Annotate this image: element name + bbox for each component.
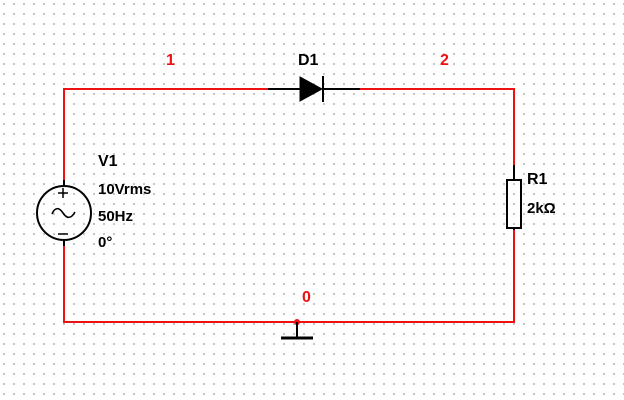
wire-net-1[interactable] (63, 88, 268, 180)
resistor-r1[interactable] (506, 165, 522, 230)
resistor-ref-label: R1 (527, 171, 548, 188)
wire-net-0[interactable] (63, 230, 515, 323)
resistor-body (506, 179, 522, 229)
diode-d1[interactable] (268, 76, 360, 102)
source-circle (36, 185, 92, 241)
plus-icon (58, 188, 68, 198)
ac-source-v1[interactable] (36, 180, 92, 246)
net-label-0: 0 (302, 289, 311, 306)
source-amplitude-label: 10Vrms (98, 181, 151, 198)
resistor-value-label: 2kΩ (527, 200, 556, 217)
net-label-1: 1 (166, 52, 175, 69)
sine-wave-icon (51, 207, 76, 219)
diode-ref-label: D1 (298, 52, 319, 69)
diode-triangle (299, 76, 324, 102)
source-phase-label: 0° (98, 234, 112, 251)
source-ref-label: V1 (98, 153, 118, 170)
source-frequency-label: 50Hz (98, 208, 133, 225)
wire-net-2[interactable] (360, 88, 515, 165)
net-label-2: 2 (440, 52, 449, 69)
ground-symbol[interactable] (281, 319, 313, 340)
